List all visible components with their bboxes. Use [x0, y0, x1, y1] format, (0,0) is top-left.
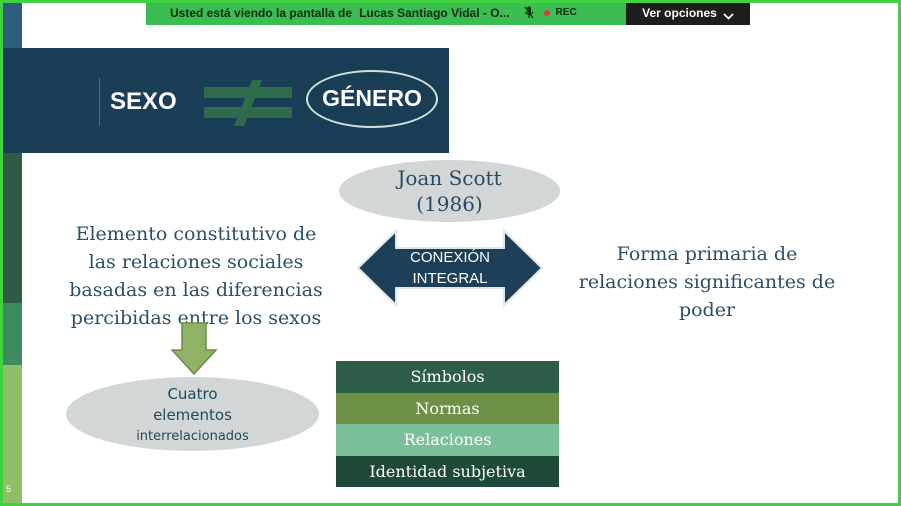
share-info: Usted está viendo la pantalla de Lucas S… [146, 0, 626, 25]
author-oval [339, 160, 560, 222]
mic-icon [524, 6, 534, 19]
slide-stripe-top [0, 0, 22, 48]
four-elements-line: Cuatro [167, 385, 218, 403]
not-equal-icon [200, 80, 296, 130]
share-prefix: Usted está viendo la pantalla de [170, 5, 353, 20]
right-definition-line: Forma primaria de [616, 243, 798, 265]
left-definition-line: Elemento constitutivo de [75, 223, 317, 245]
double-arrow-icon [356, 228, 544, 311]
author-year: (1986) [416, 192, 483, 216]
presenter-name: Lucas Santiago Vidal - O... [359, 5, 510, 20]
left-definition-line: las relaciones sociales [88, 251, 304, 273]
left-definition-line: percibidas entre los sexos [70, 307, 322, 329]
view-options-label: Ver opciones [642, 5, 717, 20]
slide-stripe-light [0, 365, 22, 506]
element-row-normas: Normas [336, 392, 559, 424]
genero-oval [306, 70, 438, 128]
slide-stripe-mid [0, 303, 22, 365]
four-elements-line: interrelacionados [136, 429, 249, 444]
element-row-identidad: Identidad subjetiva [336, 455, 559, 487]
four-elements-oval [66, 377, 319, 451]
title-divider [99, 78, 100, 126]
element-row-relaciones: Relaciones [336, 424, 559, 456]
rec-label: REC [555, 7, 577, 18]
author-name: Joan Scott [397, 166, 502, 190]
screen-share-banner: Usted está viendo la pantalla de Lucas S… [146, 0, 750, 25]
right-definition-line: poder [678, 299, 736, 321]
chevron-down-icon [723, 9, 734, 20]
right-definition: Forma primaria de relaciones significant… [548, 240, 866, 324]
connector-label: CONEXIÓN INTEGRAL [390, 247, 510, 289]
author-citation: Joan Scott (1986) [339, 165, 560, 217]
title-sexo: SEXO [110, 88, 177, 115]
view-options-button[interactable]: Ver opciones [626, 0, 750, 25]
four-elements-line: elementos [153, 406, 232, 424]
right-definition-line: relaciones significantes de [578, 271, 836, 293]
left-definition-line: basadas en las diferencias [69, 279, 323, 301]
element-row-simbolos: Símbolos [336, 361, 559, 393]
elements-table: Símbolos Normas Relaciones Identidad sub… [336, 361, 559, 487]
connector-line: INTEGRAL [412, 270, 488, 287]
four-elements-label: Cuatro elementos interrelacionados [100, 384, 285, 447]
left-definition: Elemento constitutivo de las relaciones … [36, 220, 356, 332]
slide-number: 5 [6, 484, 12, 494]
connector-line: CONEXIÓN [409, 249, 490, 266]
title-genero: GÉNERO [322, 85, 422, 111]
slide-stripe-green [0, 153, 22, 303]
rec-dot-icon [543, 9, 550, 16]
down-arrow-icon [170, 322, 218, 380]
